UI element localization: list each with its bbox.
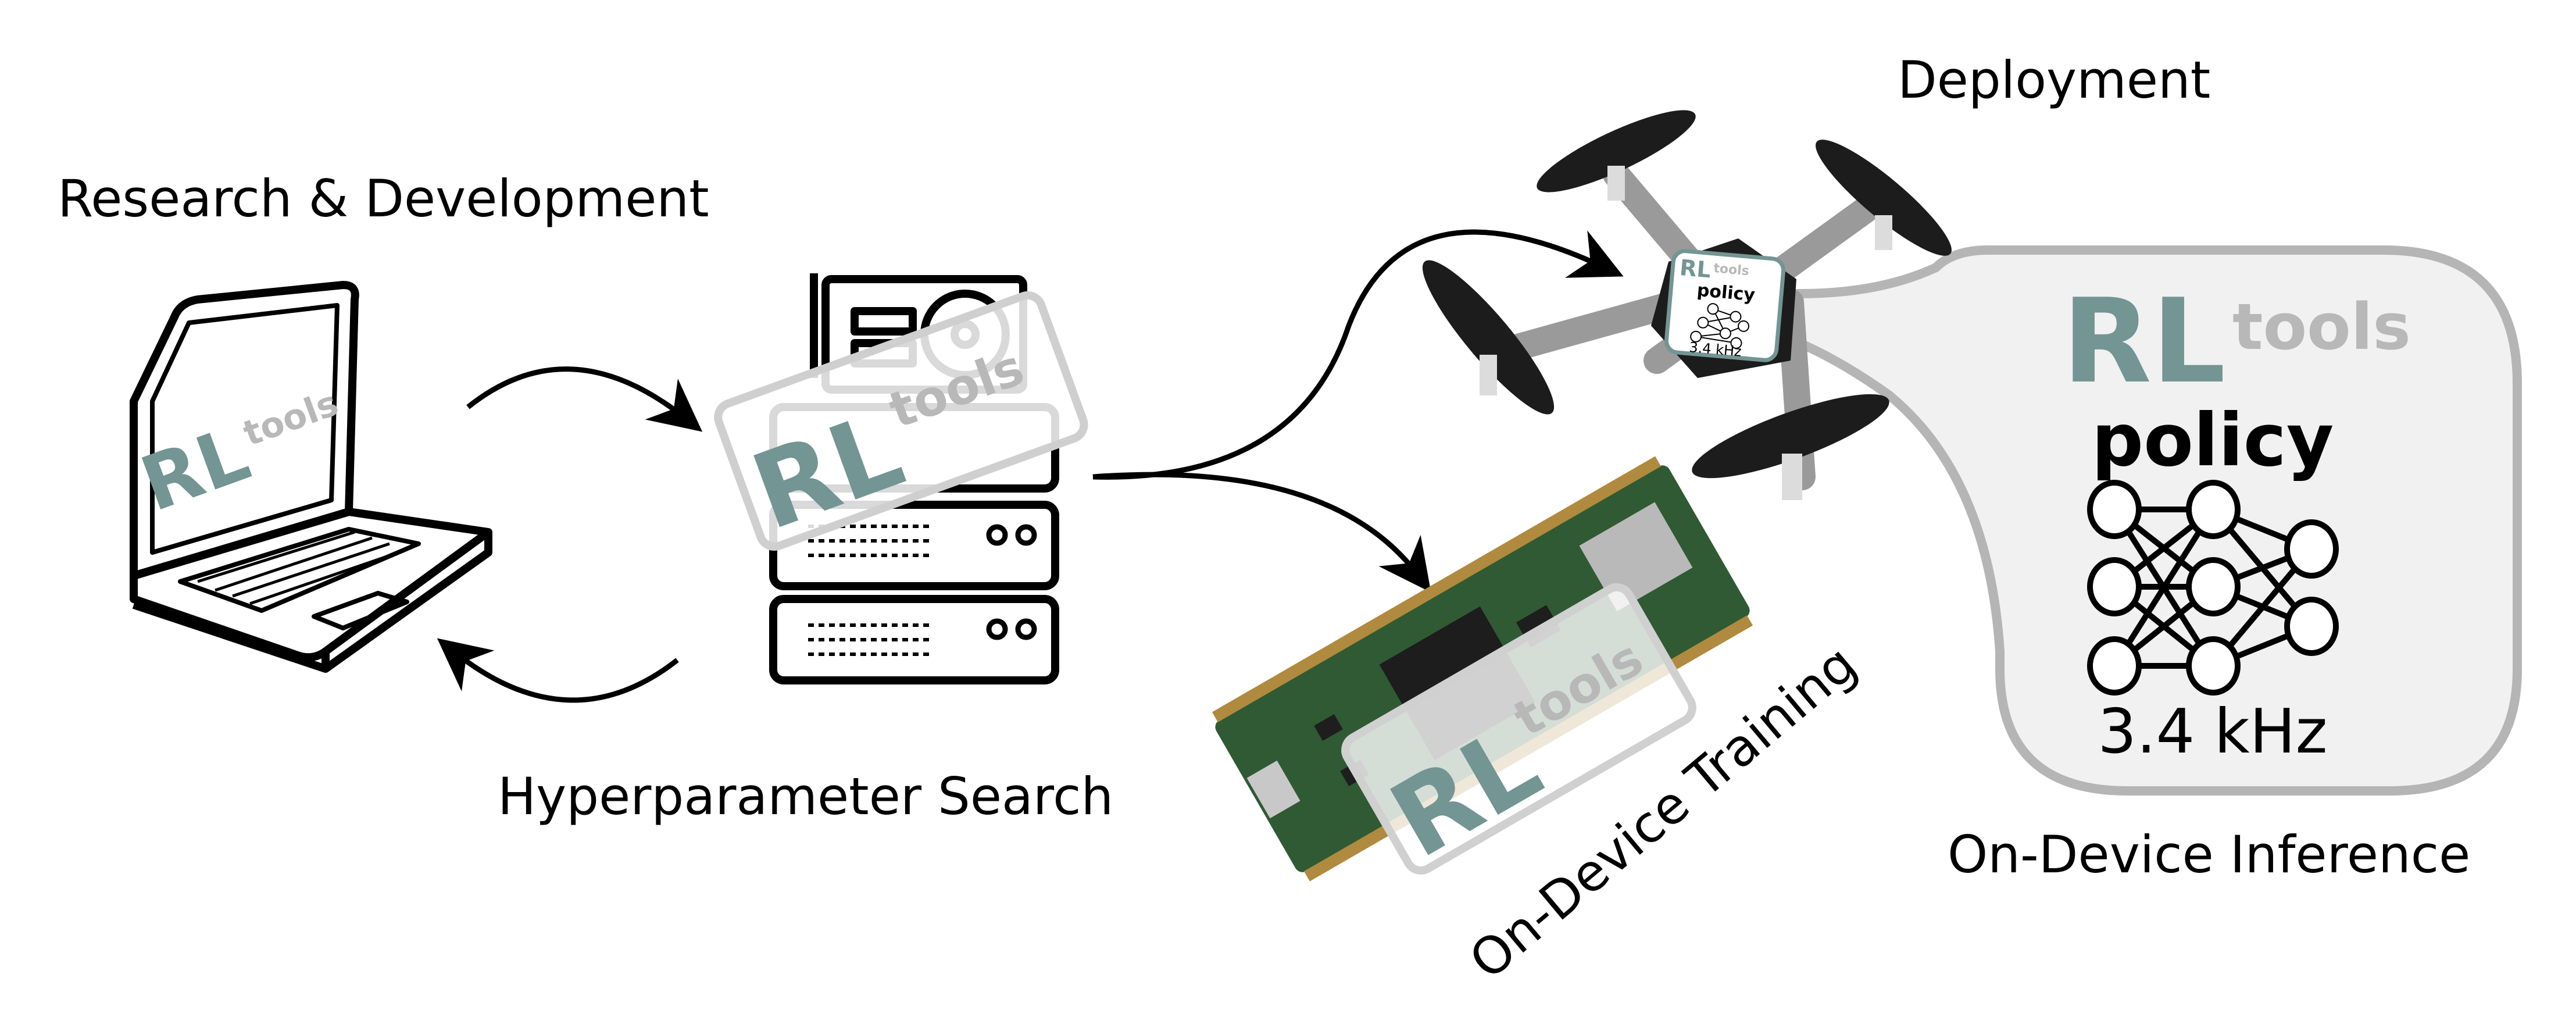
nn-node <box>2087 636 2142 696</box>
svg-text:tools: tools <box>238 383 344 454</box>
nn-node <box>2284 597 2339 656</box>
nn-node <box>2087 557 2142 616</box>
nn-edge <box>2111 508 2216 668</box>
research-development-label: Research & Development <box>58 169 709 229</box>
policy-title: policy <box>2092 398 2334 483</box>
arrow-to-laptop <box>437 638 679 703</box>
nn-node <box>2284 519 2339 579</box>
svg-text:tools: tools <box>1713 261 1749 279</box>
svg-text:RL: RL <box>130 409 260 529</box>
nn-node <box>2087 480 2142 539</box>
teensy-rltools-badge: RL tools <box>1341 583 1696 882</box>
quadcopter-drone-image: RL tools policy 3.4 kHz <box>1422 110 1952 500</box>
laptop-icon <box>130 281 492 673</box>
arrow-to-server <box>466 366 703 432</box>
svg-text:RL: RL <box>2062 274 2225 409</box>
svg-text:tools: tools <box>2232 290 2411 364</box>
laptop-rltools-logo: RL tools <box>130 383 344 529</box>
nn-node <box>2186 636 2241 696</box>
svg-text:policy: policy <box>1696 280 1756 306</box>
nn-node <box>2186 557 2241 616</box>
svg-text:RL: RL <box>1679 255 1712 283</box>
deployment-label: Deployment <box>1898 50 2210 110</box>
bubble-rltools-logo: RL tools <box>2062 274 2411 409</box>
arrow-to-drone <box>1092 229 1624 480</box>
arrow-to-teensy <box>1092 472 1431 593</box>
inference-frequency: 3.4 kHz <box>2098 696 2327 767</box>
on-device-inference-label: On-Device Inference <box>1948 825 2470 885</box>
drone-policy-chip: RL tools policy 3.4 kHz <box>1664 249 1786 362</box>
nn-node <box>2186 480 2241 539</box>
neural-network-icon <box>2087 480 2339 696</box>
hyperparameter-search-label: Hyperparameter Search <box>498 766 1113 826</box>
